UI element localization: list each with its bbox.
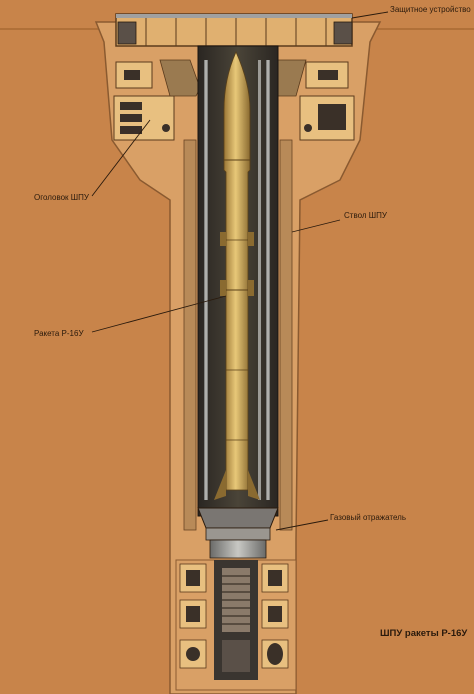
lower-equipment-bays xyxy=(175,559,297,691)
shaft-lining-right xyxy=(279,139,293,531)
leader-lines xyxy=(91,11,389,531)
leader-gas-deflector xyxy=(275,519,329,531)
protective-device xyxy=(115,13,353,47)
guide-rail-right-2 xyxy=(258,60,261,500)
guide-rail-right xyxy=(266,60,270,500)
leader-silo-head xyxy=(91,119,151,197)
label-protective-device: Защитное устройство xyxy=(390,5,471,14)
leader-silo-wall xyxy=(291,219,341,233)
shaft-lining-left xyxy=(183,139,197,531)
leader-protective-device xyxy=(351,11,389,19)
label-gas-deflector: Газовый отражатель xyxy=(330,513,406,522)
label-missile: Ракета Р-16У xyxy=(34,329,84,338)
guide-rail-left xyxy=(204,60,208,500)
leader-missile xyxy=(91,295,227,333)
label-silo-wall: Ствол ШПУ xyxy=(344,211,388,220)
missile xyxy=(214,51,260,500)
diagram-title: ШПУ ракеты Р-16У xyxy=(380,628,467,639)
gas-deflector xyxy=(197,507,279,559)
label-silo-head: Оголовок ШПУ xyxy=(34,193,90,202)
head-compartments-left xyxy=(113,59,201,141)
